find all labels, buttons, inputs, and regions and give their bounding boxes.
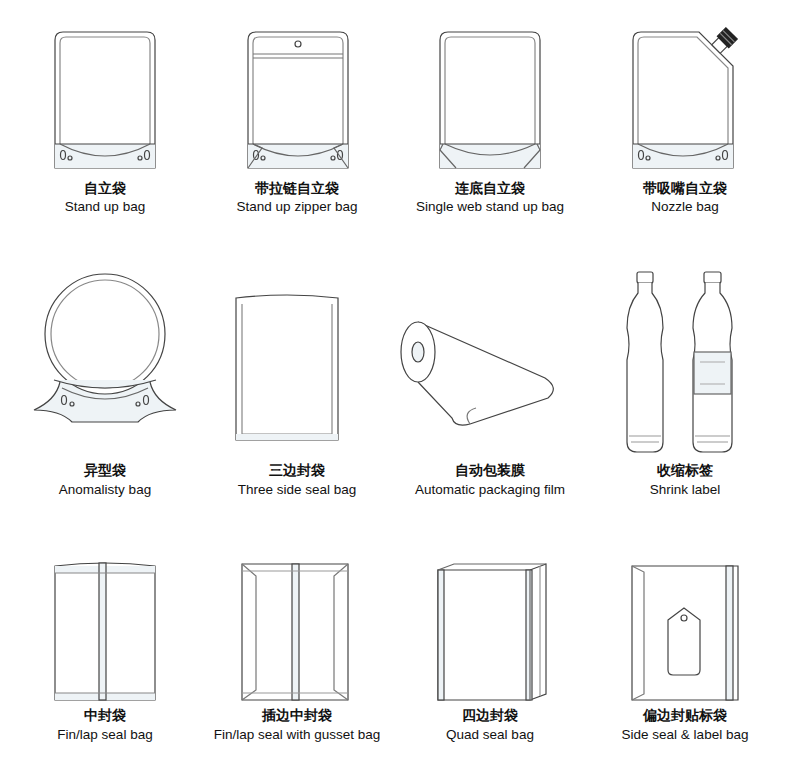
single-web-bag	[440, 32, 540, 168]
caption-en: Quad seal bag	[446, 727, 534, 743]
caption-zh: 自立袋	[84, 180, 126, 196]
caption-en: Fin/lap seal bag	[57, 727, 152, 743]
side-seal-label-bag	[632, 566, 738, 700]
caption-zh: 三边封袋	[269, 462, 325, 478]
anomalistic-bag	[34, 274, 176, 422]
caption-en: Anomalisty bag	[59, 482, 151, 498]
caption-zh: 异型袋	[84, 462, 126, 478]
caption-en: Stand up zipper bag	[237, 199, 358, 215]
caption-zh: 自动包装膜	[455, 462, 525, 478]
caption-en: Three side seal bag	[238, 482, 357, 498]
quad-seal-bag	[438, 564, 546, 700]
caption-en: Nozzle bag	[651, 199, 719, 215]
caption-en: Fin/lap seal with gusset bag	[214, 727, 381, 743]
three-side-seal-bag	[236, 295, 338, 440]
fin-seal-bag	[55, 563, 155, 700]
caption-zh: 插边中封袋	[262, 707, 332, 723]
gusset-bag	[242, 564, 348, 700]
zipper-bag	[248, 32, 348, 168]
caption-zh: 中封袋	[84, 707, 126, 723]
caption-zh: 带拉链自立袋	[255, 180, 339, 196]
caption-en: Stand up bag	[65, 199, 145, 215]
caption-zh: 收缩标签	[657, 462, 713, 478]
film-roll	[401, 322, 553, 425]
stand-up-bag	[55, 32, 155, 168]
caption-en: Side seal & label bag	[622, 727, 749, 743]
caption-zh: 偏边封贴标袋	[643, 707, 727, 723]
nozzle-bag	[633, 28, 737, 168]
caption-en: Shrink label	[650, 482, 721, 498]
caption-en: Automatic packaging film	[415, 482, 565, 498]
caption-en: Single web stand up bag	[416, 199, 564, 215]
bottles	[627, 272, 732, 452]
caption-zh: 四边封袋	[462, 707, 518, 723]
caption-zh: 带吸嘴自立袋	[643, 180, 727, 196]
caption-zh: 连底自立袋	[455, 180, 525, 196]
